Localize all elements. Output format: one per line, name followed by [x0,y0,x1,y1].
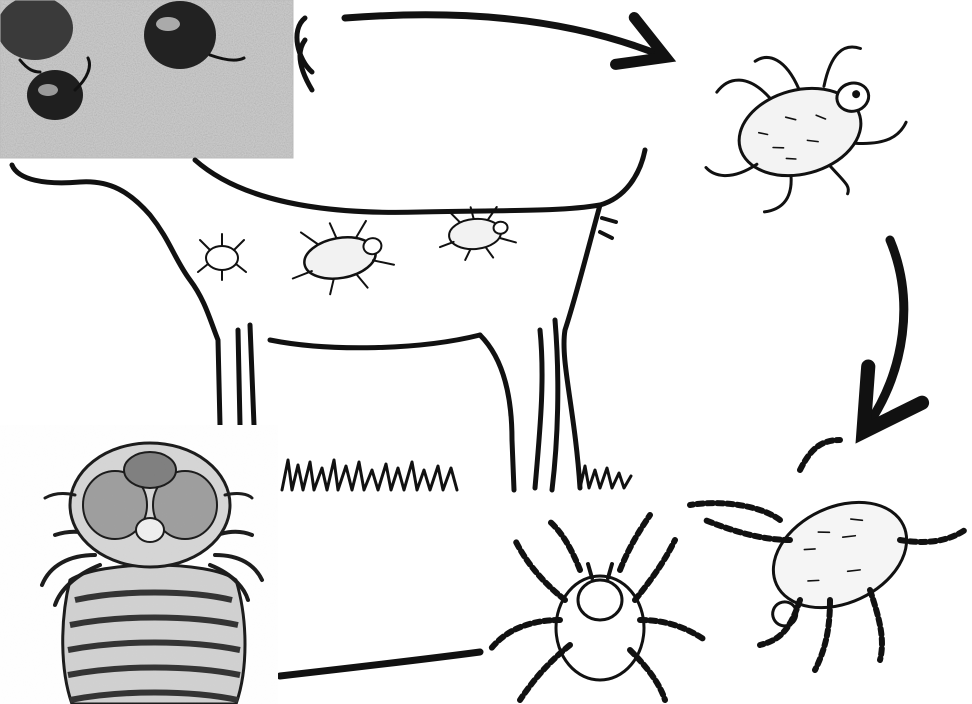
host-tick-1 [198,234,246,280]
arrow-nymph-to-adults [868,240,904,425]
host-tick-2 [285,214,398,301]
nymph-tick-icon [682,26,920,227]
tick-larva-icon [0,425,278,704]
tick-egg-photo-icon [0,0,293,158]
adult-tick-pair-icon [490,440,965,700]
arrow-adults-to-larva [280,652,480,676]
arrow-eggs-to-nymph [345,15,660,55]
